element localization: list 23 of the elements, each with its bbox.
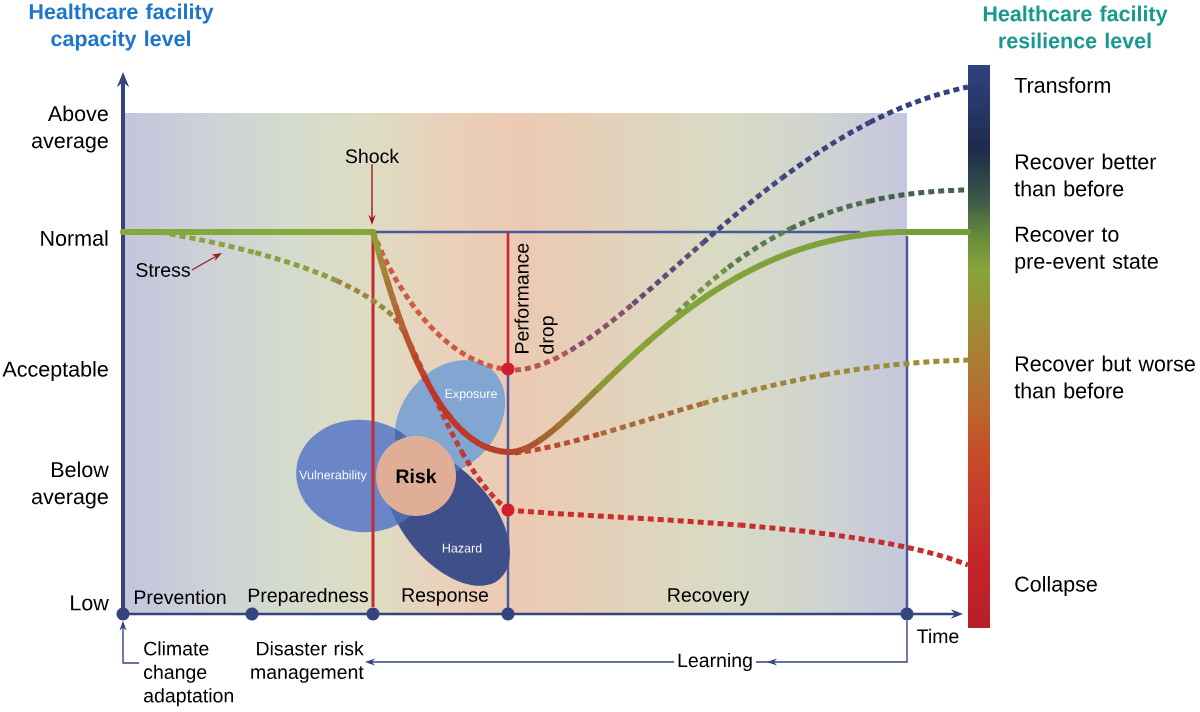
scale-label: Collapse <box>1015 576 1097 596</box>
scale-label: Transform <box>1014 77 1110 93</box>
axis-tick-label: Below average <box>32 461 109 509</box>
axis-tick-label: Above average <box>32 105 108 153</box>
scale-label: Recover but worse than before <box>1014 355 1195 399</box>
axis-label: Time <box>917 628 959 644</box>
axis-title: Healthcare facility resilience level <box>983 5 1168 49</box>
annotation-label: Climate change adaptation <box>144 641 233 707</box>
axis-tick-label: Low <box>71 595 109 611</box>
axis-tick-label: Acceptable <box>2 361 108 382</box>
phase-label: Response <box>402 588 488 606</box>
phase-label: Preparedness <box>248 587 368 607</box>
scale-label: Recover to pre-event state <box>1015 226 1158 274</box>
axis-tick-label: Normal <box>41 230 108 246</box>
phase-label: Recovery <box>668 588 750 606</box>
annotation-label: Stress <box>136 263 190 277</box>
phase-label: Prevention <box>135 589 226 605</box>
annotation-label: Shock <box>345 148 400 164</box>
annotation-label: Disaster risk management <box>251 641 364 683</box>
axis-title: Healthcare facility capacity level <box>29 3 214 51</box>
annotation-label: Performance drop <box>514 243 558 354</box>
edge-label: Learning <box>674 649 756 675</box>
scale-label: Recover better than before <box>1014 153 1157 197</box>
